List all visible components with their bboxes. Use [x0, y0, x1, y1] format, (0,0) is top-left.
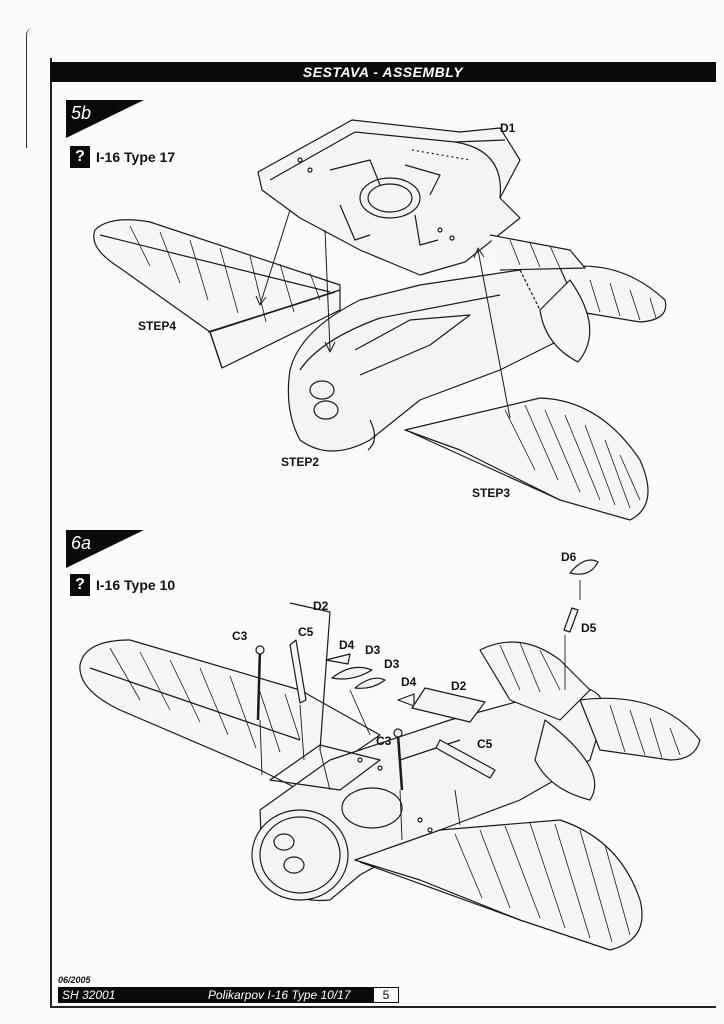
callout-d3-top: D3	[365, 643, 381, 657]
part-c5-left	[289, 639, 307, 704]
step-badge-6a: 6a	[66, 530, 144, 570]
small-parts-6a	[255, 559, 599, 791]
callout-c3-right: C3	[376, 734, 392, 748]
footer-product-title: Polikarpov I-16 Type 10/17	[208, 988, 351, 1002]
variant-label-5b: ? I-16 Type 17	[70, 146, 175, 168]
part-d4-left	[325, 653, 351, 665]
cockpit-deck-part-d1	[257, 119, 521, 276]
part-c5-right	[435, 739, 496, 779]
part-c3-left	[256, 647, 262, 721]
step-number: 6a	[71, 533, 92, 553]
variant-label-6a: ? I-16 Type 10	[70, 574, 175, 596]
footer-bar: SH 32001 Polikarpov I-16 Type 10/17 5	[58, 987, 399, 1003]
part-d3-mid	[354, 677, 386, 689]
variant-name: I-16 Type 10	[96, 577, 176, 593]
callout-d4-right: D4	[401, 675, 417, 689]
binding-mark	[26, 28, 33, 148]
callout-c5-left: C5	[298, 625, 314, 639]
callout-step4: STEP4	[138, 319, 177, 333]
page-header: SESTAVA - ASSEMBLY	[50, 62, 716, 82]
part-d5	[563, 607, 579, 633]
callout-step3: STEP3	[472, 486, 511, 500]
page-header-title: SESTAVA - ASSEMBLY	[302, 64, 464, 80]
part-d2-left	[289, 602, 331, 751]
callout-d5: D5	[581, 621, 597, 635]
part-c3-right	[396, 734, 404, 791]
page-frame	[50, 58, 716, 1008]
left-wing-5b	[93, 219, 341, 369]
fuselage-6a	[251, 686, 606, 902]
assembly-arrows-5b	[255, 209, 511, 419]
callout-d3-mid: D3	[384, 657, 400, 671]
question-mark-icon: ?	[70, 146, 90, 168]
callout-step2: STEP2	[281, 455, 320, 469]
tail-6a	[479, 641, 701, 801]
footer-date: 06/2005	[58, 975, 91, 985]
part-d3-top	[331, 666, 373, 680]
footer-product-code: SH 32001	[62, 988, 116, 1002]
right-wing-6a	[354, 819, 643, 951]
assembly-arrows-6a	[259, 580, 581, 841]
part-d4-right	[397, 693, 415, 707]
callout-d2-right: D2	[451, 679, 467, 693]
question-mark-icon: ?	[70, 574, 90, 596]
callout-d2-left: D2	[313, 599, 329, 613]
callout-c5-right: C5	[477, 737, 493, 751]
tail-5b	[539, 265, 667, 363]
footer-page-number: 5	[373, 987, 399, 1003]
callout-d1: D1	[500, 121, 516, 135]
part-d6	[569, 559, 599, 575]
callout-c3-left: C3	[232, 629, 248, 643]
part-d2-right	[411, 687, 486, 723]
right-wing-5b	[404, 234, 649, 521]
variant-name: I-16 Type 17	[96, 149, 176, 165]
step-number: 5b	[71, 103, 92, 123]
callout-d6: D6	[561, 550, 577, 564]
step-badge-5b: 5b	[66, 100, 144, 140]
callout-d4-left: D4	[339, 638, 355, 652]
